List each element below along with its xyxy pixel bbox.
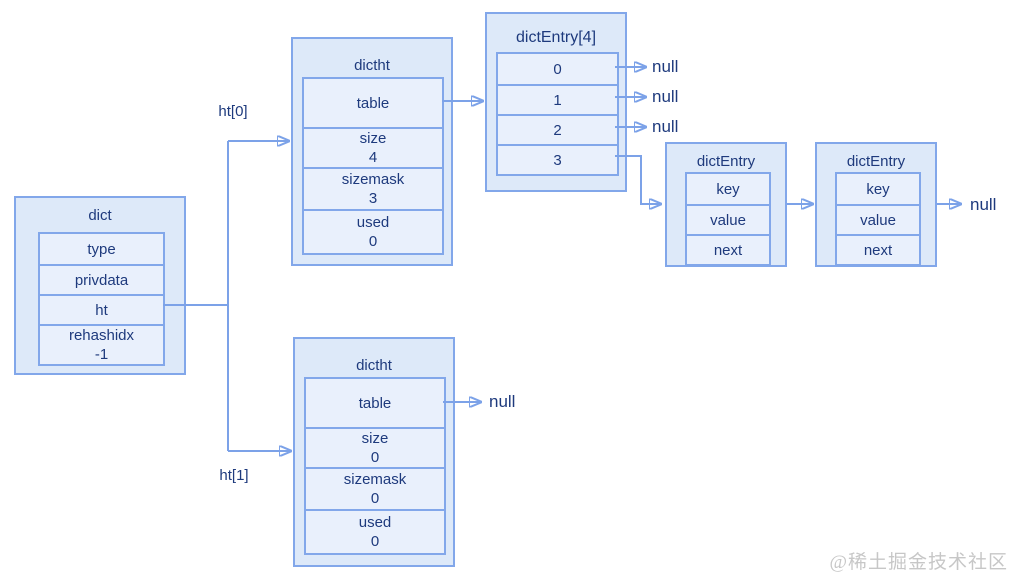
field-label: size xyxy=(359,130,387,147)
field-label: value xyxy=(860,211,896,229)
field-label: sizemask xyxy=(343,471,407,488)
dict-entry-first-node: dictEntry key value next xyxy=(665,142,787,267)
field-row: key xyxy=(687,174,769,204)
dict-entry-first-fields: key value next xyxy=(685,172,771,266)
dictht-top-field-table: table size 4 sizemask 3 used 0 xyxy=(302,77,444,255)
dict-entry-first-title: dictEntry xyxy=(696,153,756,170)
field-value: 0 xyxy=(370,449,380,466)
null-label-slot1: null xyxy=(652,87,679,106)
slot-index: 2 xyxy=(553,121,562,139)
field-label: privdata xyxy=(74,271,129,289)
dict-entry-second-fields: key value next xyxy=(835,172,921,266)
field-label: rehashidx xyxy=(68,327,135,344)
watermark-text: @稀土掘金技术社区 xyxy=(829,552,1008,573)
field-row: ht xyxy=(40,294,163,324)
dictht-bottom-node: dictht table size 0 sizemask 0 used 0 xyxy=(293,337,455,567)
dict-entry-second-node: dictEntry key value next xyxy=(815,142,937,267)
slot-row: 2 xyxy=(498,114,617,144)
slot-row: 3 xyxy=(498,144,617,174)
null-label-chain-end: null xyxy=(970,195,997,214)
field-row: rehashidx -1 xyxy=(40,324,163,364)
null-label-slot2: null xyxy=(652,117,679,136)
dictht-bottom-field-table: table size 0 sizemask 0 used 0 xyxy=(304,377,446,555)
field-label: key xyxy=(716,180,740,198)
field-row: table xyxy=(306,379,444,427)
field-row: size 4 xyxy=(304,127,442,167)
field-row: sizemask 0 xyxy=(306,467,444,509)
field-value: 0 xyxy=(370,533,380,550)
field-label: next xyxy=(713,241,743,259)
dictht-bottom-node-title: dictht xyxy=(356,357,392,374)
dict-entry-second-title: dictEntry xyxy=(846,153,906,170)
field-label: type xyxy=(87,240,116,258)
null-label-slot0: null xyxy=(652,57,679,76)
field-value: -1 xyxy=(94,346,109,363)
field-row: key xyxy=(837,174,919,204)
null-label-empty-table: null xyxy=(489,392,516,411)
field-label: size xyxy=(361,430,389,447)
dict-entry-array-title: dictEntry[4] xyxy=(515,29,597,46)
field-label: ht xyxy=(95,301,108,319)
field-value: 4 xyxy=(368,149,378,166)
field-label: value xyxy=(710,211,746,229)
dict-entry-array-node: dictEntry[4] 0 1 2 3 xyxy=(485,12,627,192)
field-row: table xyxy=(304,79,442,127)
field-label: sizemask xyxy=(341,171,405,188)
slot-row: 1 xyxy=(498,84,617,114)
field-row: used 0 xyxy=(304,209,442,253)
ht0-pointer-label: ht[0] xyxy=(218,103,248,120)
dict-node: dict type privdata ht rehashidx -1 xyxy=(14,196,186,375)
dict-field-table: type privdata ht rehashidx -1 xyxy=(38,232,165,366)
field-label: used xyxy=(358,514,392,531)
field-row: sizemask 3 xyxy=(304,167,442,209)
field-label: used xyxy=(356,214,390,231)
slot-index: 0 xyxy=(553,60,562,78)
field-label: key xyxy=(866,180,890,198)
field-row: used 0 xyxy=(306,509,444,553)
dictht-top-node: dictht table size 4 sizemask 3 used 0 xyxy=(291,37,453,266)
field-value: 0 xyxy=(368,233,378,250)
slot-index: 1 xyxy=(553,91,562,109)
slot-row: 0 xyxy=(498,54,617,84)
slot-index: 3 xyxy=(553,151,562,169)
field-label: table xyxy=(356,94,390,112)
field-value: 0 xyxy=(370,490,380,507)
field-label: next xyxy=(863,241,893,259)
ht1-pointer-label: ht[1] xyxy=(219,467,249,484)
field-row: privdata xyxy=(40,264,163,294)
dictht-top-node-title: dictht xyxy=(354,57,390,74)
field-row: next xyxy=(837,234,919,264)
field-row: type xyxy=(40,234,163,264)
field-label: table xyxy=(358,394,392,412)
field-row: value xyxy=(837,204,919,234)
dict-entry-array-slots: 0 1 2 3 xyxy=(496,52,619,176)
field-value: 3 xyxy=(368,190,378,207)
field-row: value xyxy=(687,204,769,234)
field-row: size 0 xyxy=(306,427,444,467)
field-row: next xyxy=(687,234,769,264)
dict-node-title: dict xyxy=(88,207,112,224)
